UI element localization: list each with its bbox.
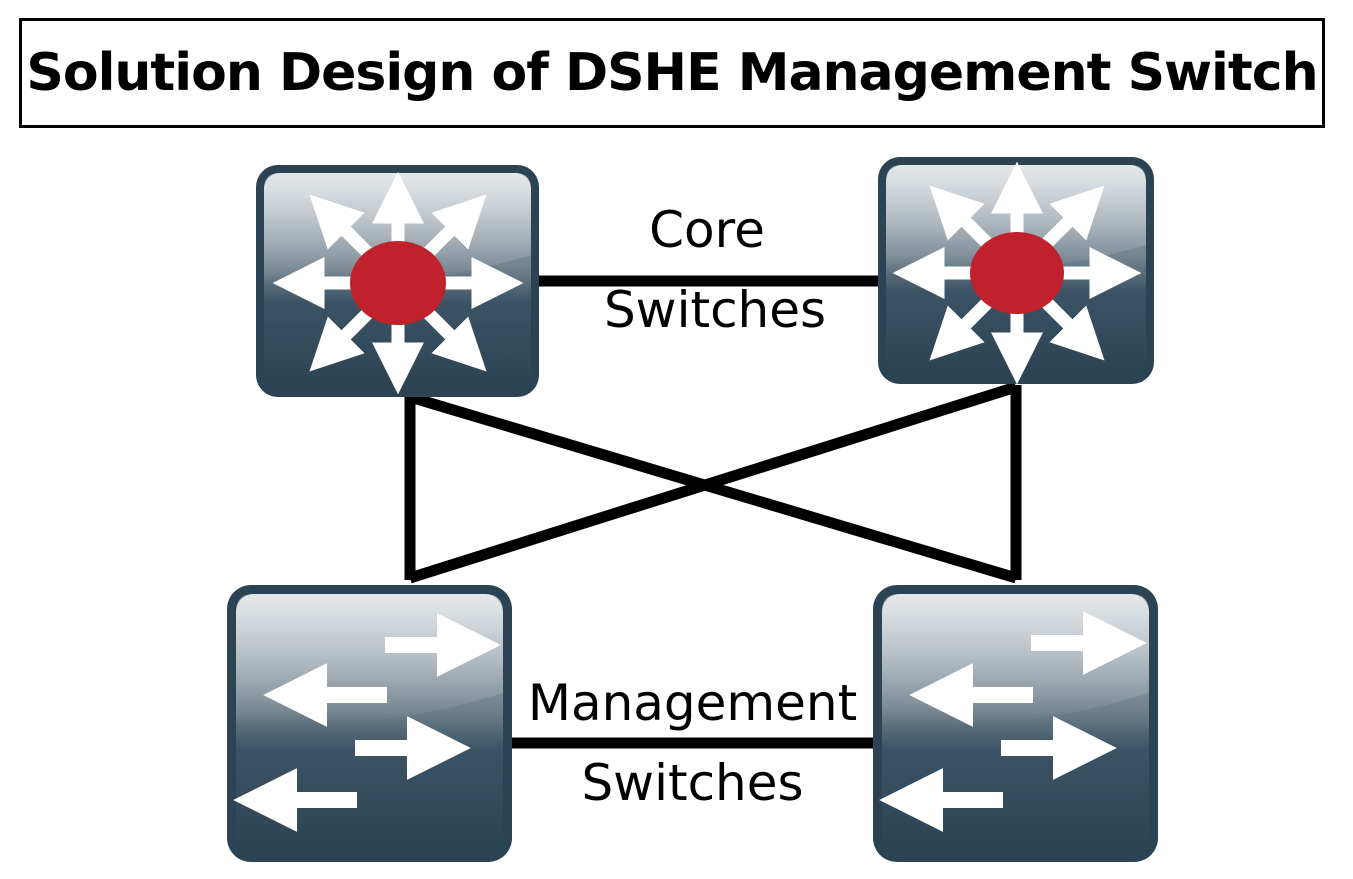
workgroup-switch-icon — [233, 613, 501, 832]
links — [404, 275, 1022, 749]
diagram-title: Solution Design of DSHE Management Switc… — [26, 43, 1318, 103]
core-center-dot — [970, 232, 1064, 314]
management-switch-1 — [227, 585, 512, 862]
title-box: Solution Design of DSHE Management Switc… — [19, 18, 1325, 128]
core-switch-2 — [878, 157, 1154, 385]
core-switches-label: Core Switches — [580, 190, 850, 350]
management-label-line-1: Management — [527, 674, 858, 732]
core-switch-1 — [256, 165, 539, 397]
link-core2-mgmt1 — [408, 381, 1018, 584]
management-switches-label: Management Switches — [505, 663, 880, 823]
workgroup-switch-icon — [879, 611, 1147, 832]
core-label-line-2: Switches — [603, 281, 827, 339]
core-label-line-1: Core — [649, 201, 765, 259]
management-switch-2 — [873, 585, 1158, 862]
management-label-line-2: Switches — [581, 754, 804, 812]
core-center-dot — [350, 241, 446, 325]
